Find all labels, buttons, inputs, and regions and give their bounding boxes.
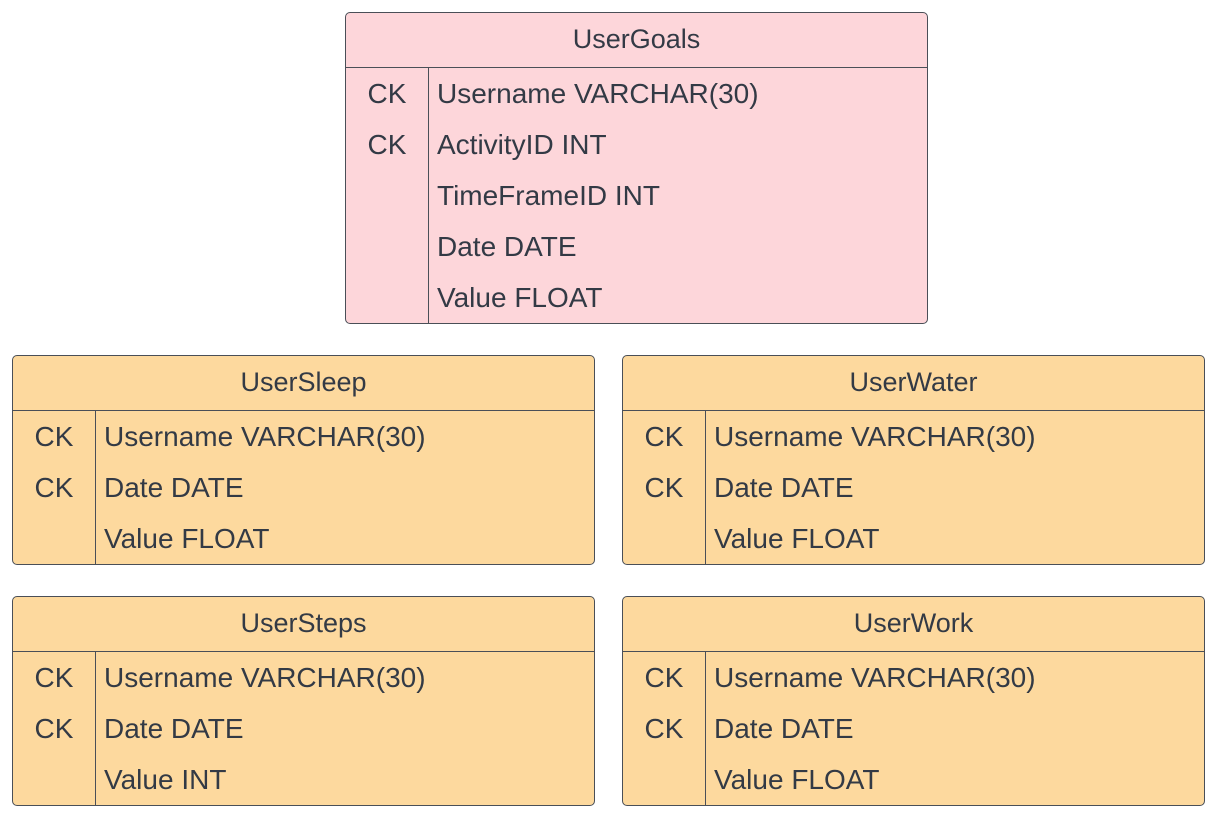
field-row: Date DATE: [346, 221, 927, 272]
entity-title: UserWater: [623, 356, 1204, 411]
key-column-divider: [705, 652, 706, 805]
key-label: CK: [644, 471, 684, 503]
field-name: Date DATE: [714, 471, 854, 503]
field-row: CK Username VARCHAR(30): [623, 411, 1204, 462]
field-name: Date DATE: [437, 230, 577, 262]
entity-usersleep[interactable]: UserSleep CK Username VARCHAR(30) CK Dat…: [12, 355, 595, 565]
field-row: Value FLOAT: [346, 272, 927, 323]
field-name: Username VARCHAR(30): [714, 420, 1036, 452]
field-name: Value INT: [104, 763, 227, 795]
entity-title: UserSteps: [13, 597, 594, 652]
key-column-divider: [95, 411, 96, 564]
field-row: CK ActivityID INT: [346, 119, 927, 170]
key-label: CK: [644, 661, 684, 693]
field-name: Username VARCHAR(30): [104, 420, 426, 452]
key-column-divider: [95, 652, 96, 805]
entity-fields: CK Username VARCHAR(30) CK Date DATE Val…: [623, 411, 1204, 564]
field-row: Value FLOAT: [13, 513, 594, 564]
field-row: CK Username VARCHAR(30): [346, 68, 927, 119]
field-row: CK Date DATE: [13, 703, 594, 754]
key-label: CK: [34, 712, 74, 744]
field-name: Date DATE: [104, 471, 244, 503]
field-row: Value INT: [13, 754, 594, 805]
field-name: Date DATE: [714, 712, 854, 744]
field-name: ActivityID INT: [437, 128, 607, 160]
field-name: Username VARCHAR(30): [714, 661, 1036, 693]
key-column-divider: [705, 411, 706, 564]
entity-title: UserWork: [623, 597, 1204, 652]
key-label: CK: [644, 712, 684, 744]
field-row: CK Date DATE: [623, 703, 1204, 754]
field-name: Date DATE: [104, 712, 244, 744]
entity-title: UserSleep: [13, 356, 594, 411]
field-row: CK Username VARCHAR(30): [13, 652, 594, 703]
key-label: CK: [34, 420, 74, 452]
field-name: Value FLOAT: [714, 522, 880, 554]
field-row: Value FLOAT: [623, 513, 1204, 564]
key-label: CK: [34, 661, 74, 693]
entity-fields: CK Username VARCHAR(30) CK Date DATE Val…: [13, 411, 594, 564]
field-row: CK Username VARCHAR(30): [623, 652, 1204, 703]
entity-fields: CK Username VARCHAR(30) CK Date DATE Val…: [13, 652, 594, 805]
entity-userwater[interactable]: UserWater CK Username VARCHAR(30) CK Dat…: [622, 355, 1205, 565]
field-name: TimeFrameID INT: [437, 179, 660, 211]
key-label: CK: [644, 420, 684, 452]
field-row: CK Date DATE: [623, 462, 1204, 513]
field-row: TimeFrameID INT: [346, 170, 927, 221]
entity-usergoals[interactable]: UserGoals CK Username VARCHAR(30) CK Act…: [345, 12, 928, 324]
key-label: CK: [34, 471, 74, 503]
entity-userwork[interactable]: UserWork CK Username VARCHAR(30) CK Date…: [622, 596, 1205, 806]
field-name: Value FLOAT: [714, 763, 880, 795]
entity-fields: CK Username VARCHAR(30) CK Date DATE Val…: [623, 652, 1204, 805]
entity-title: UserGoals: [346, 13, 927, 68]
key-label: CK: [367, 128, 407, 160]
key-column-divider: [428, 68, 429, 323]
field-row: CK Date DATE: [13, 462, 594, 513]
field-name: Value FLOAT: [104, 522, 270, 554]
field-row: Value FLOAT: [623, 754, 1204, 805]
field-name: Value FLOAT: [437, 281, 603, 313]
field-name: Username VARCHAR(30): [104, 661, 426, 693]
entity-usersteps[interactable]: UserSteps CK Username VARCHAR(30) CK Dat…: [12, 596, 595, 806]
entity-fields: CK Username VARCHAR(30) CK ActivityID IN…: [346, 68, 927, 323]
key-label: CK: [367, 77, 407, 109]
field-row: CK Username VARCHAR(30): [13, 411, 594, 462]
field-name: Username VARCHAR(30): [437, 77, 759, 109]
